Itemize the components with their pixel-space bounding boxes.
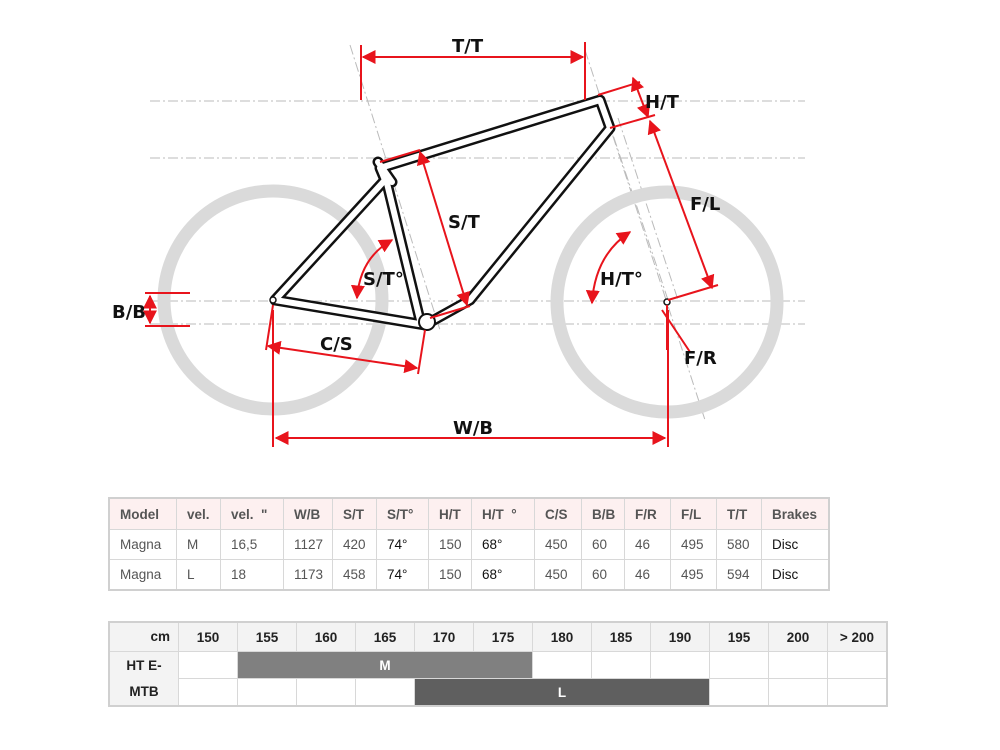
cell: 46 xyxy=(624,529,671,560)
cell: Magna xyxy=(108,559,177,591)
label-st: S/T xyxy=(448,212,481,233)
height-header: 155 xyxy=(237,621,297,652)
cell: 150 xyxy=(428,559,472,591)
height-header: 195 xyxy=(709,621,769,652)
cell: 60 xyxy=(581,559,625,591)
cell: 74° xyxy=(376,559,429,591)
cell: M xyxy=(176,529,221,560)
size-bar-l: L xyxy=(414,678,710,707)
cell: 458 xyxy=(332,559,377,591)
cell: 1173 xyxy=(283,559,333,591)
height-header: > 200 xyxy=(827,621,888,652)
cell: 580 xyxy=(716,529,762,560)
height-header: 160 xyxy=(296,621,356,652)
geometry-header-row: Model vel. vel. " W/B S/T S/T° H/T H/T °… xyxy=(108,497,830,530)
col-header: F/R xyxy=(624,497,671,530)
col-header: S/T xyxy=(332,497,377,530)
col-header: T/T xyxy=(716,497,762,530)
unit-label: cm xyxy=(108,621,179,652)
cell: 60 xyxy=(581,529,625,560)
cell: L xyxy=(176,559,221,591)
cell: Magna xyxy=(108,529,177,560)
col-header: F/L xyxy=(670,497,717,530)
cell: Disc xyxy=(761,529,830,560)
size-bar-m: M xyxy=(237,651,533,679)
size-row-l: L xyxy=(109,678,888,707)
cell: 420 xyxy=(332,529,377,560)
dimension-lines xyxy=(143,42,719,447)
col-header: S/T° xyxy=(376,497,429,530)
height-header: 165 xyxy=(355,621,415,652)
cell: 46 xyxy=(624,559,671,591)
cell: 594 xyxy=(716,559,762,591)
model-label: HT E-MTB xyxy=(108,651,179,707)
col-header: vel. " xyxy=(220,497,284,530)
geometry-diagram: T/T H/T F/L S/T S/T° H/T° B/B C/S F/R W/… xyxy=(112,36,805,447)
col-header: B/B xyxy=(581,497,625,530)
label-bb: B/B xyxy=(112,302,146,323)
label-tt: T/T xyxy=(452,36,484,57)
col-header: H/T xyxy=(428,497,472,530)
col-header: vel. xyxy=(176,497,221,530)
guide-lines xyxy=(150,44,805,421)
size-header-row: cm 150 155 160 165 170 175 180 185 190 1… xyxy=(108,621,888,652)
cell: 450 xyxy=(534,529,582,560)
height-header: 190 xyxy=(650,621,710,652)
height-header: 150 xyxy=(178,621,238,652)
col-header: H/T ° xyxy=(471,497,535,530)
height-header: 200 xyxy=(768,621,828,652)
geometry-table: Model vel. vel. " W/B S/T S/T° H/T H/T °… xyxy=(108,497,830,591)
cell: 150 xyxy=(428,529,472,560)
cell: 495 xyxy=(670,529,717,560)
label-fl: F/L xyxy=(690,194,720,215)
cell: 495 xyxy=(670,559,717,591)
label-cs: C/S xyxy=(320,334,353,355)
label-ht: H/T xyxy=(645,92,680,113)
col-header: Brakes xyxy=(761,497,830,530)
col-header: W/B xyxy=(283,497,333,530)
cell: Disc xyxy=(761,559,830,591)
size-chart-table: cm 150 155 160 165 170 175 180 185 190 1… xyxy=(108,621,888,707)
height-header: 180 xyxy=(532,621,592,652)
cell: 450 xyxy=(534,559,582,591)
cell: 1127 xyxy=(283,529,333,560)
table-row: Magna M 16,5 1127 420 74° 150 68° 450 60… xyxy=(108,529,830,560)
cell: 68° xyxy=(471,559,535,591)
height-header: 185 xyxy=(591,621,651,652)
label-fr: F/R xyxy=(684,348,717,369)
height-header: 170 xyxy=(414,621,474,652)
col-header: Model xyxy=(108,497,177,530)
label-hta: H/T° xyxy=(600,269,643,290)
cell: 16,5 xyxy=(220,529,284,560)
size-row-m: HT E-MTB M xyxy=(108,651,888,707)
cell: 18 xyxy=(220,559,284,591)
col-header: C/S xyxy=(534,497,582,530)
table-row: Magna L 18 1173 458 74° 150 68° 450 60 4… xyxy=(108,559,830,591)
label-sta: S/T° xyxy=(363,269,404,290)
cell: 74° xyxy=(376,529,429,560)
label-wb: W/B xyxy=(453,418,493,439)
cell: 68° xyxy=(471,529,535,560)
height-header: 175 xyxy=(473,621,533,652)
